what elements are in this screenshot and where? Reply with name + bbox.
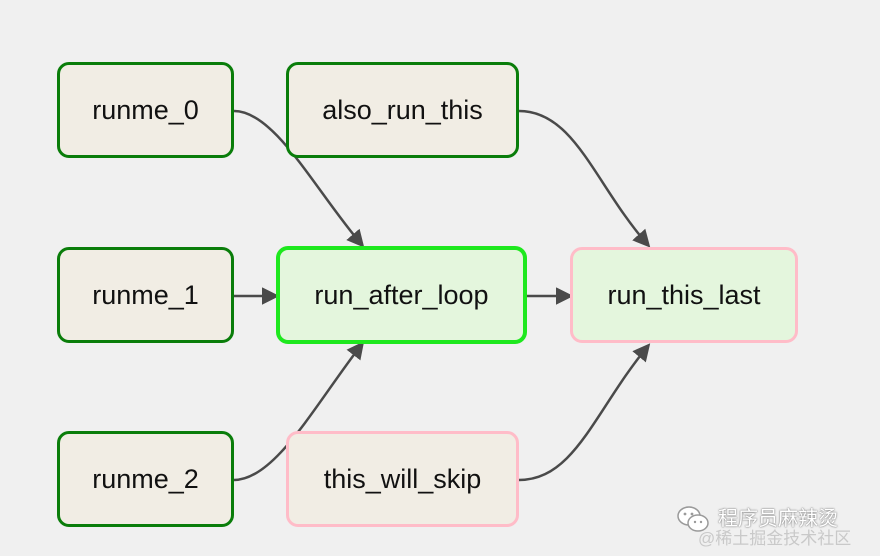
task-node-also_run_this[interactable]: also_run_this <box>286 62 519 158</box>
task-label: runme_1 <box>92 279 199 310</box>
task-label: this_will_skip <box>323 463 482 494</box>
task-label: also_run_this <box>322 94 483 125</box>
task-label: run_this_last <box>607 279 761 310</box>
edge-this_will_skip-to-run_this_last <box>518 343 651 482</box>
wechat-icon <box>677 506 709 532</box>
task-label: runme_2 <box>92 463 199 494</box>
task-node-this_will_skip[interactable]: this_will_skip <box>286 431 519 527</box>
task-node-runme_2[interactable]: runme_2 <box>57 431 234 527</box>
task-node-runme_0[interactable]: runme_0 <box>57 62 234 158</box>
task-label: run_after_loop <box>314 279 489 310</box>
task-node-runme_1[interactable]: runme_1 <box>57 247 234 343</box>
task-node-run_this_last[interactable]: run_this_last <box>570 247 798 343</box>
task-node-run_after_loop[interactable]: run_after_loop <box>276 246 527 344</box>
watermark: 程序员麻辣烫 @稀土掘金技术社区 <box>676 500 876 550</box>
edge-also_run_this-to-run_this_last <box>518 109 651 248</box>
watermark-account-name: 程序员麻辣烫 <box>718 508 838 530</box>
watermark-source: @稀土掘金技术社区 <box>698 529 852 548</box>
task-label: runme_0 <box>92 94 199 125</box>
